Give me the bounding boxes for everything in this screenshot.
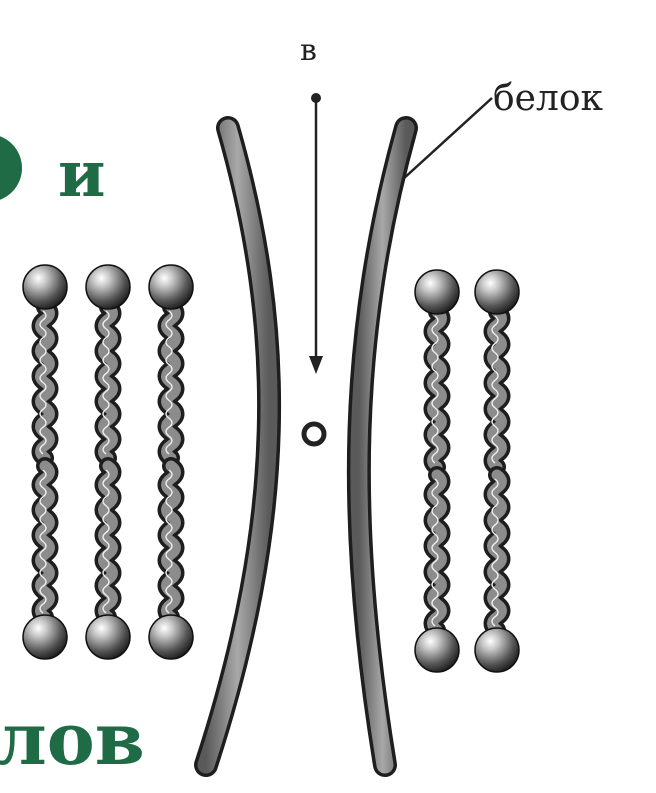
protein-pointer-line (402, 98, 492, 180)
lipid-head-top (86, 265, 130, 309)
phospholipid-icon (86, 265, 130, 659)
lipid-group-left (23, 265, 193, 659)
lipid-head-top (23, 265, 67, 309)
lipid-head-top (475, 270, 519, 314)
lipid-head-top (149, 265, 193, 309)
label-protein: белок (493, 78, 604, 119)
phospholipid-icon (415, 270, 459, 672)
particle-icon (304, 424, 324, 444)
phospholipid-icon (475, 270, 519, 672)
lipid-head-top (415, 270, 459, 314)
lipid-head-bottom (86, 615, 130, 659)
lipid-head-bottom (415, 628, 459, 672)
heading-fragment-upper: и (58, 137, 105, 212)
lipid-head-bottom (475, 628, 519, 672)
phospholipid-icon (23, 265, 67, 659)
lipid-head-bottom (149, 615, 193, 659)
lipid-group-right (415, 270, 519, 672)
label-top-letter: в (300, 33, 317, 68)
heading-fragment-blob (0, 134, 22, 202)
arrow-head-icon (309, 356, 323, 374)
lipid-head-bottom (23, 615, 67, 659)
heading-fragment-lower: лов (0, 696, 145, 781)
phospholipid-icon (149, 265, 193, 659)
